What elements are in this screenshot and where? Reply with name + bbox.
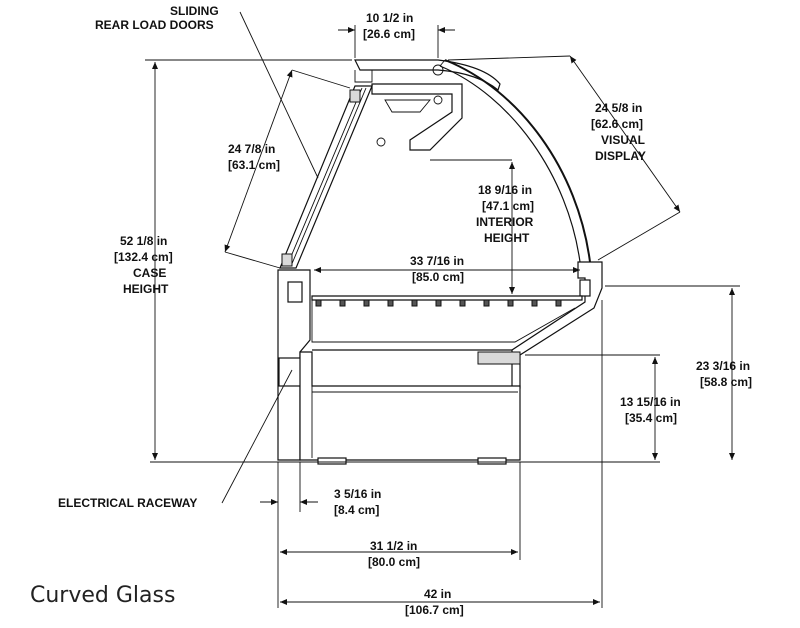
- label-width-cm: [85.0 cm]: [412, 270, 464, 284]
- dimension-labels: SLIDING REAR LOAD DOORS 10 1/2 in [26.6 …: [58, 4, 752, 617]
- label-visual-in: 24 5/8 in: [595, 101, 642, 115]
- label-base-cm: [35.4 cm]: [625, 411, 677, 425]
- label-interior-cm: [47.1 cm]: [482, 199, 534, 213]
- label-case-word: CASE: [133, 266, 166, 280]
- label-sliding-2: REAR LOAD DOORS: [95, 18, 214, 32]
- label-visual-cm: [62.6 cm]: [591, 117, 643, 131]
- label-raceway: ELECTRICAL RACEWAY: [58, 496, 197, 510]
- dimension-lines: [145, 11, 740, 608]
- label-overall-cm: [106.7 cm]: [405, 603, 464, 617]
- label-width-in: 33 7/16 in: [410, 254, 464, 268]
- label-front-cm: [58.8 cm]: [700, 375, 752, 389]
- label-height-word: HEIGHT: [123, 282, 169, 296]
- label-overall-in: 42 in: [424, 587, 451, 601]
- case-outline: [150, 59, 660, 465]
- label-base-depth-cm: [80.0 cm]: [368, 555, 420, 569]
- label-rear-door-in: 24 7/8 in: [228, 142, 275, 156]
- label-base-in: 13 15/16 in: [620, 395, 681, 409]
- label-top-width-in: 10 1/2 in: [366, 11, 413, 25]
- label-raceway-in: 3 5/16 in: [334, 487, 381, 501]
- label-interior-height-word: HEIGHT: [484, 231, 530, 245]
- label-case-cm: [132.4 cm]: [114, 250, 173, 264]
- label-top-width-cm: [26.6 cm]: [363, 27, 415, 41]
- label-sliding-1: SLIDING: [170, 4, 219, 18]
- label-interior-word: INTERIOR: [476, 215, 534, 229]
- label-base-depth-in: 31 1/2 in: [370, 539, 417, 553]
- deck-pegs: [315, 299, 562, 307]
- label-front-in: 23 3/16 in: [696, 359, 750, 373]
- diagram-caption: Curved Glass: [30, 583, 176, 608]
- label-interior-in: 18 9/16 in: [478, 183, 532, 197]
- label-case-in: 52 1/8 in: [120, 234, 167, 248]
- label-rear-door-cm: [63.1 cm]: [228, 158, 280, 172]
- label-visual-word: VISUAL: [601, 133, 645, 147]
- label-display-word: DISPLAY: [595, 149, 646, 163]
- label-raceway-cm: [8.4 cm]: [334, 503, 379, 517]
